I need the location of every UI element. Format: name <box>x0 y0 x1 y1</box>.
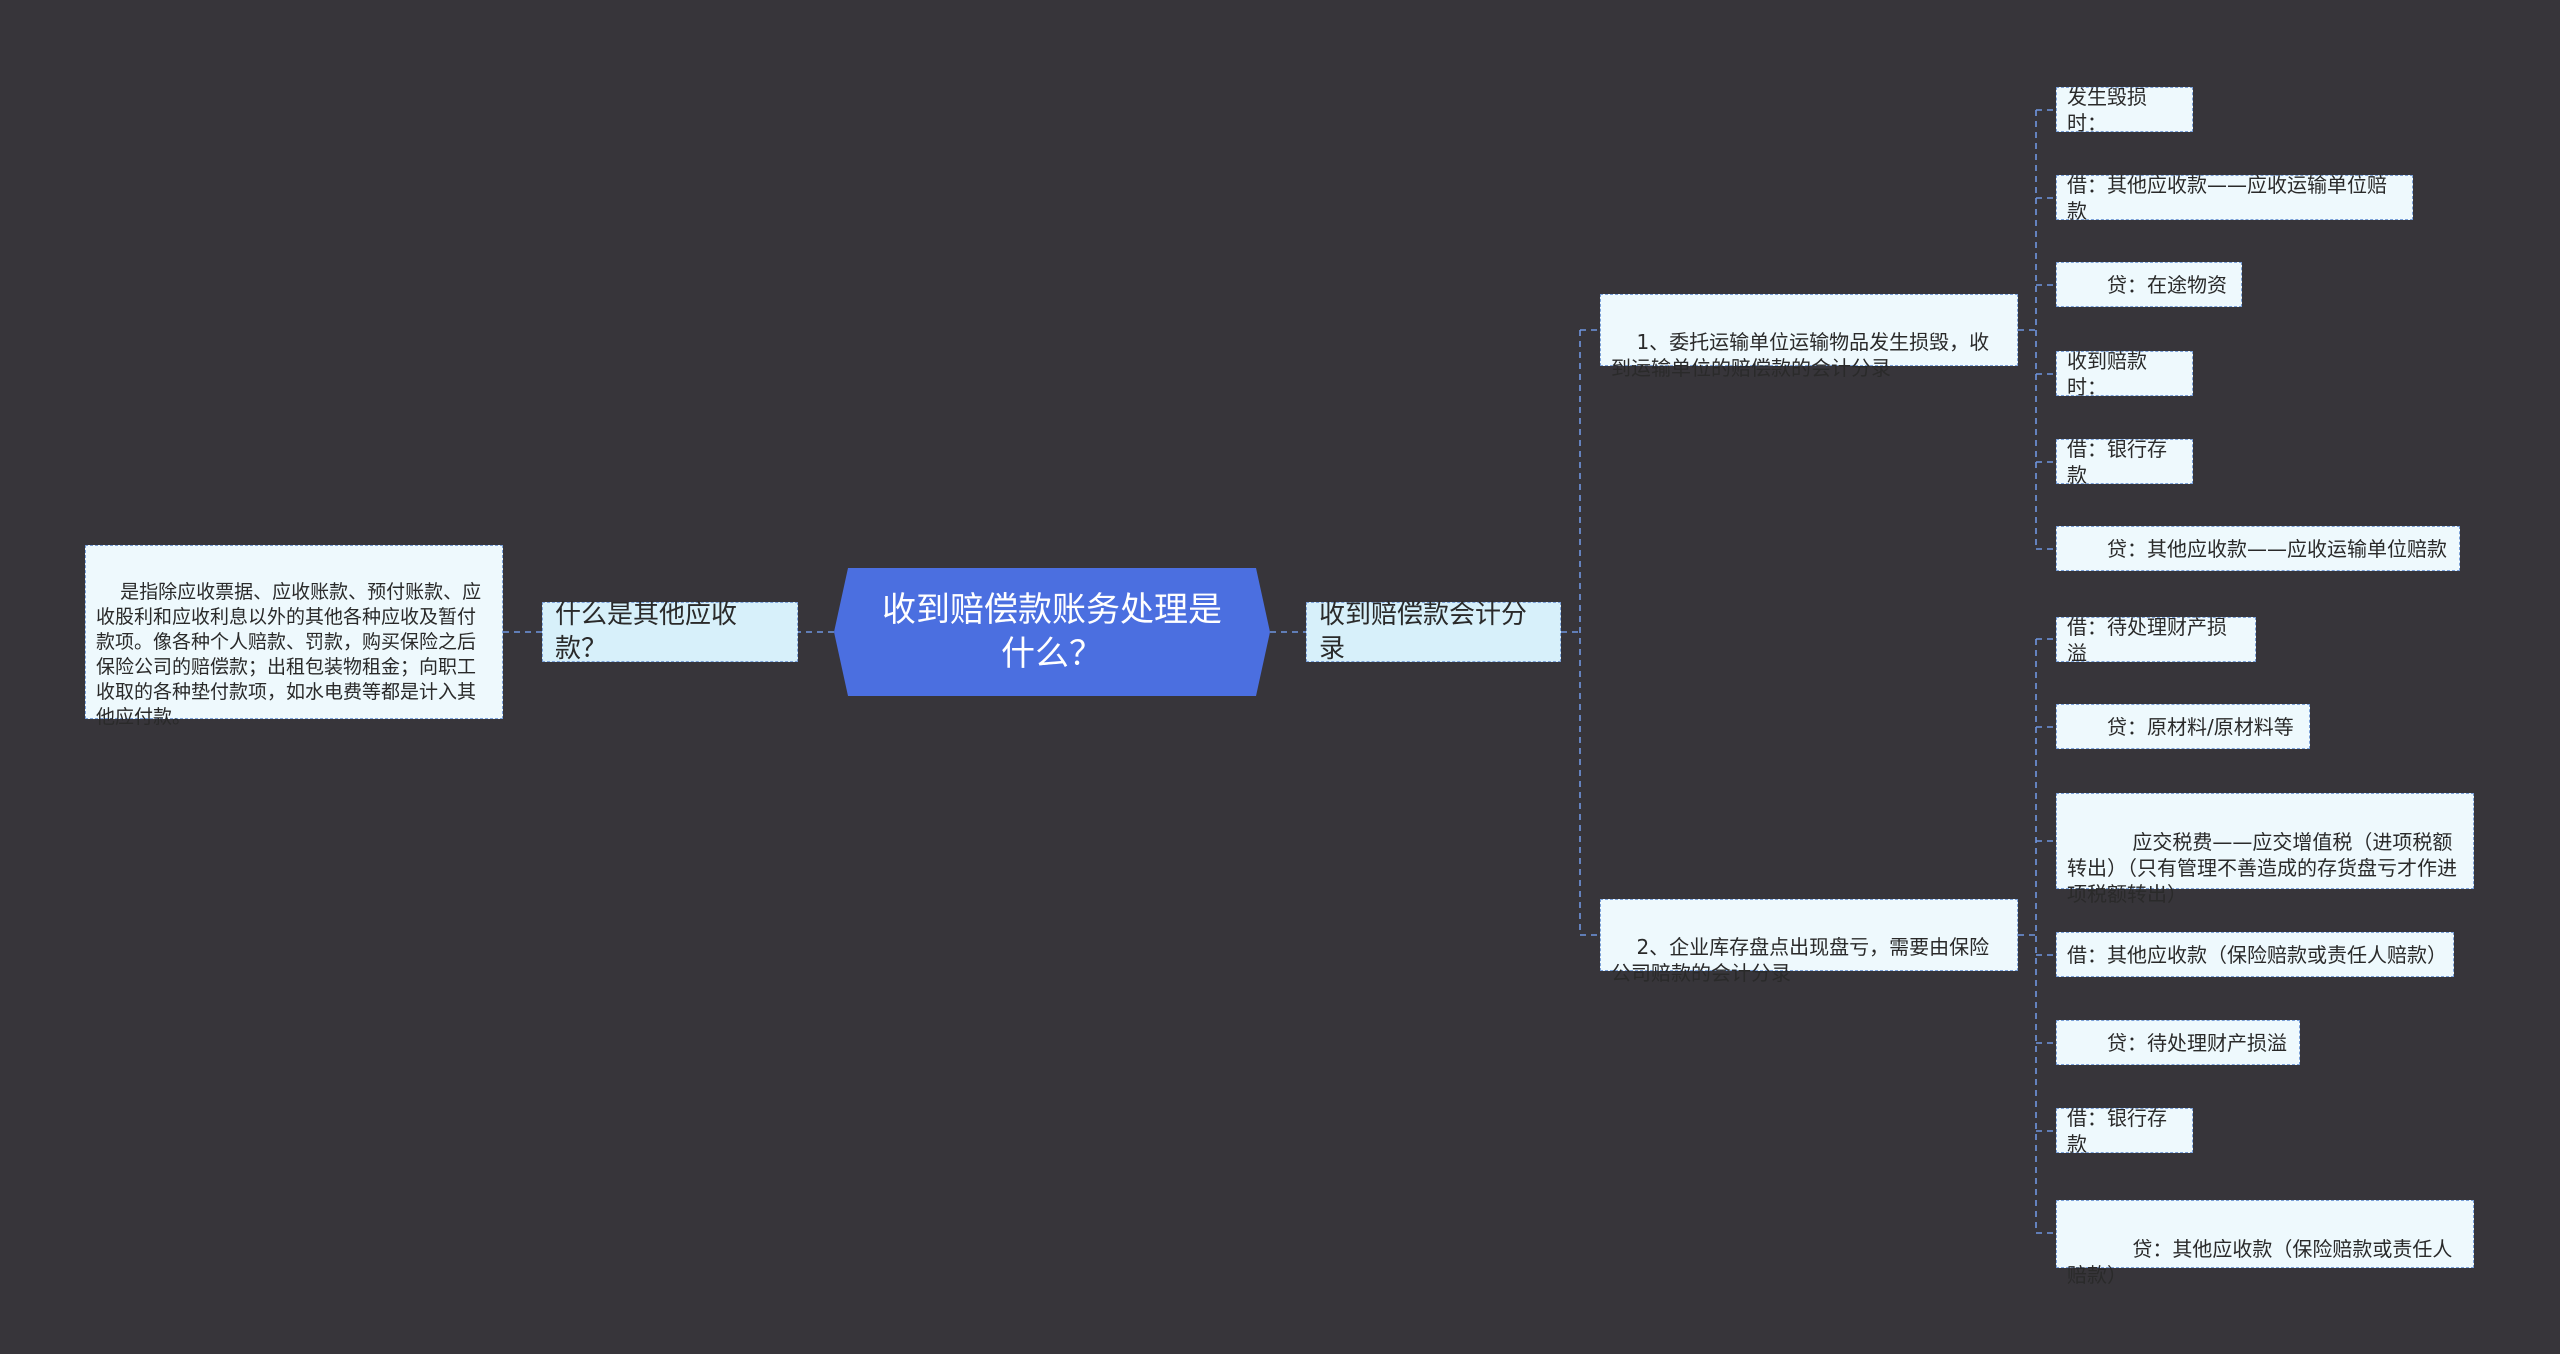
case2-entry-6[interactable]: 借：银行存款 <box>2056 1106 2193 1156</box>
topic-label: 收到赔偿款会计分录 <box>1319 600 1528 664</box>
entry-text: 发生毁损时： <box>2067 84 2147 135</box>
entry-text: 借：银行存款 <box>2067 1105 2167 1156</box>
entry-text: 贷：待处理财产损溢 <box>2067 1030 2287 1055</box>
entry-text: 贷：在途物资 <box>2067 272 2227 297</box>
entry-text: 贷：其他应收款（保险赔款或责任人赔款） <box>2067 1237 2453 1287</box>
root-label: 收到赔偿款账务处理是什么？ <box>882 590 1222 674</box>
case2-entry-7[interactable]: 贷：其他应收款（保险赔款或责任人赔款） <box>2056 1200 2474 1287</box>
case1-entry-2[interactable]: 借：其他应收款——应收运输单位赔款 <box>2056 173 2413 223</box>
case2-entry-5[interactable]: 贷：待处理财产损溢 <box>2056 1020 2300 1065</box>
case1-entry-3[interactable]: 贷：在途物资 <box>2056 262 2242 307</box>
entry-text: 贷：原材料/原材料等 <box>2067 714 2294 739</box>
case2-entry-4[interactable]: 借：其他应收款（保险赔款或责任人赔款） <box>2056 932 2454 977</box>
entry-text: 借：待处理财产损溢 <box>2067 614 2227 665</box>
case1-title-text: 1、委托运输单位运输物品发生损毁，收到运输单位的赔偿款的会计分录 <box>1611 330 1990 380</box>
case1-title[interactable]: 1、委托运输单位运输物品发生损毁，收到运输单位的赔偿款的会计分录 <box>1600 294 2018 380</box>
entry-text: 贷：其他应收款——应收运输单位赔款 <box>2067 536 2447 561</box>
case2-title[interactable]: 2、企业库存盘点出现盘亏，需要由保险公司赔款的会计分录 <box>1600 899 2018 985</box>
case1-entry-1[interactable]: 发生毁损时： <box>2056 85 2193 135</box>
entry-text: 应交税费——应交增值税（进项税额转出）（只有管理不善造成的存货盘亏才作进项税额转… <box>2067 830 2457 906</box>
case2-entry-2[interactable]: 贷：原材料/原材料等 <box>2056 704 2310 749</box>
detail-text: 是指除应收票据、应收账款、预付账款、应收股利和应收利息以外的其他各种应收及暂付款… <box>96 581 482 728</box>
topic-compensation-entries[interactable]: 收到赔偿款会计分录 <box>1306 600 1561 664</box>
root-shape <box>834 568 1270 696</box>
case1-entry-5[interactable]: 借：银行存款 <box>2056 437 2193 487</box>
topic-what-is-other-receivables[interactable]: 什么是其他应收款？ <box>542 600 798 664</box>
root-node[interactable]: 收到赔偿款账务处理是什么？ <box>834 568 1270 696</box>
connector-case2-trunk <box>2018 638 2056 1234</box>
case2-title-text: 2、企业库存盘点出现盘亏，需要由保险公司赔款的会计分录 <box>1611 935 1990 985</box>
entry-text: 借：银行存款 <box>2067 436 2167 487</box>
case1-entry-4[interactable]: 收到赔款时： <box>2056 349 2193 399</box>
entry-text: 借：其他应收款——应收运输单位赔款 <box>2067 172 2387 223</box>
case2-entry-1[interactable]: 借：待处理财产损溢 <box>2056 615 2256 665</box>
connector-right-trunk <box>1561 329 1600 936</box>
connector-case1-trunk <box>2018 109 2056 550</box>
detail-definition[interactable]: 是指除应收票据、应收账款、预付账款、应收股利和应收利息以外的其他各种应收及暂付款… <box>85 545 503 728</box>
entry-text: 借：其他应收款（保险赔款或责任人赔款） <box>2067 942 2447 967</box>
entry-text: 收到赔款时： <box>2067 348 2147 399</box>
topic-label: 什么是其他应收款？ <box>555 600 738 664</box>
case2-entry-3[interactable]: 应交税费——应交增值税（进项税额转出）（只有管理不善造成的存货盘亏才作进项税额转… <box>2056 793 2474 906</box>
case1-entry-6[interactable]: 贷：其他应收款——应收运输单位赔款 <box>2056 526 2460 571</box>
